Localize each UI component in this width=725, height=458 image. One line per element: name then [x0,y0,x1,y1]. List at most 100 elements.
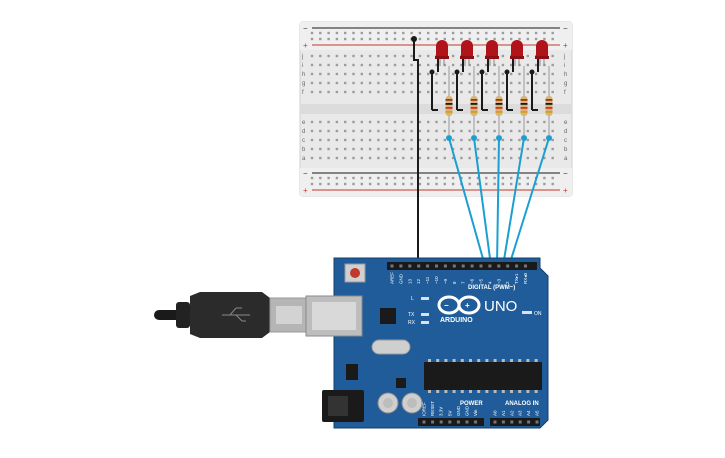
terminal-hole [518,156,521,160]
terminal-hole [327,120,330,124]
rail-hole [335,182,339,186]
header-pin[interactable] [493,420,497,424]
signal-wire[interactable] [502,137,525,267]
usb-chip [380,308,396,324]
header-pin[interactable] [435,264,438,268]
row-letter: e [302,120,306,126]
terminal-hole [402,54,405,58]
terminal-hole [360,72,363,76]
signal-wire[interactable] [448,137,486,267]
header-pin[interactable] [422,420,426,424]
leds [435,40,549,66]
terminal-hole [460,138,463,142]
resistor[interactable] [520,66,528,136]
rail-hole [360,37,363,41]
row-letter: g [564,81,567,87]
ground-wire[interactable] [413,39,419,266]
terminal-hole [551,90,554,94]
header-pin[interactable] [501,420,505,424]
rail-hole [327,182,330,186]
header-pin[interactable] [426,264,430,268]
terminal-hole [360,147,363,151]
terminal-hole [360,129,363,133]
led[interactable] [535,40,549,66]
header-pin[interactable] [470,264,474,268]
rail-hole [510,182,513,186]
header-pin[interactable] [497,264,501,268]
terminal-hole [476,120,480,124]
resistor[interactable] [445,66,453,136]
terminal-hole [551,63,554,67]
pin-label: ~10 [434,276,439,284]
led-body [536,40,548,58]
header-pin[interactable] [488,264,492,268]
led[interactable] [460,40,474,66]
signal-wire[interactable] [473,137,492,267]
pin-label: TX▸1 [514,273,519,284]
rail-hole [526,31,529,35]
signal-wire[interactable] [496,137,500,267]
led[interactable] [435,40,449,66]
rail-hole [476,182,480,186]
header-pin[interactable] [479,264,483,268]
terminal-hole [402,138,405,142]
analog-header-label: ANALOG IN [505,401,539,407]
pin-label: A5 [535,410,540,416]
resistor[interactable] [495,66,503,136]
rail-hole [368,37,372,41]
header-pin[interactable] [439,420,443,424]
header-pin[interactable] [456,420,460,424]
pin-label: 7 [461,281,466,284]
header-pin[interactable] [390,264,394,268]
resistors [445,66,553,136]
led[interactable] [485,40,499,66]
arduino-uno-board[interactable]: − + ARDUINO UNO DIGITAL (PWM~) ANALOG IN… [305,257,549,429]
terminal-hole [526,63,529,67]
rail-hole [427,176,430,180]
resistor-band [470,99,478,101]
resistor[interactable] [470,66,478,136]
resistor[interactable] [545,66,553,136]
header-pin[interactable] [465,420,469,424]
header-pin[interactable] [452,264,456,268]
ground-wire-end [411,36,417,42]
header-pin[interactable] [443,264,447,268]
header-pin[interactable] [510,420,514,424]
header-pin[interactable] [431,420,435,424]
terminal-hole [526,129,529,133]
terminal-hole [460,63,463,67]
header-pin[interactable] [506,264,510,268]
usb-cable[interactable] [154,292,307,338]
terminal-hole [543,120,546,124]
terminal-hole [468,90,471,94]
header-pin[interactable] [474,420,478,424]
pin-label: RESET [430,401,435,416]
chip-pin [436,359,440,362]
header-pin[interactable] [524,264,527,268]
led[interactable] [510,40,524,66]
terminal-hole [518,147,521,151]
terminal-hole [427,81,430,85]
terminal-hole [510,63,513,67]
rail-hole [402,182,405,186]
signal-wire[interactable] [508,137,550,267]
header-pin[interactable] [448,420,452,424]
header-pin[interactable] [417,264,421,268]
header-pin[interactable] [515,264,519,268]
rail-hole [543,31,546,35]
chip-pin [510,359,513,362]
header-pin[interactable] [461,264,465,268]
reset-button[interactable] [350,268,360,278]
header-pin[interactable] [527,420,531,424]
terminal-hole [534,156,538,160]
terminal-hole [393,90,397,94]
terminal-hole [485,90,488,94]
header-pin[interactable] [408,264,412,268]
rail-hole [352,31,355,35]
header-pin[interactable] [535,420,539,424]
chip-pin [436,390,440,393]
header-pin[interactable] [518,420,522,424]
header-pin[interactable] [399,264,403,268]
rail-hole [402,31,405,35]
rail-hole [377,176,380,180]
